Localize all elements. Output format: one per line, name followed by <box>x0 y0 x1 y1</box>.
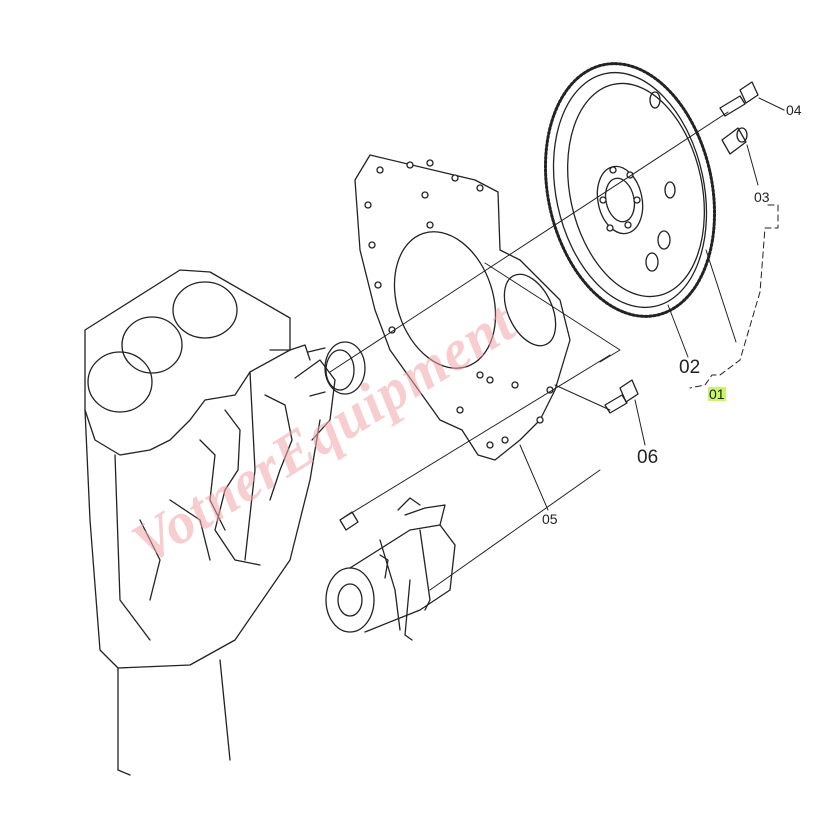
dowel-bush <box>721 127 748 155</box>
flywheel-bolt <box>719 81 759 117</box>
assembly-axis-lines <box>329 111 729 591</box>
engine-block <box>84 269 336 776</box>
crankshaft-flange <box>307 341 366 397</box>
callout-05: 05 <box>542 511 558 527</box>
callout-06: 06 <box>637 447 659 468</box>
flywheel <box>543 62 717 318</box>
starter-motor <box>325 497 456 641</box>
callout-04: 04 <box>786 102 802 118</box>
callout-02: 02 <box>679 357 701 378</box>
housing-bolt <box>604 379 639 414</box>
leader-lines <box>519 97 785 511</box>
callout-01: 01 <box>708 386 726 402</box>
flywheel-housing-plate <box>354 154 571 461</box>
callout-03: 03 <box>754 189 770 205</box>
